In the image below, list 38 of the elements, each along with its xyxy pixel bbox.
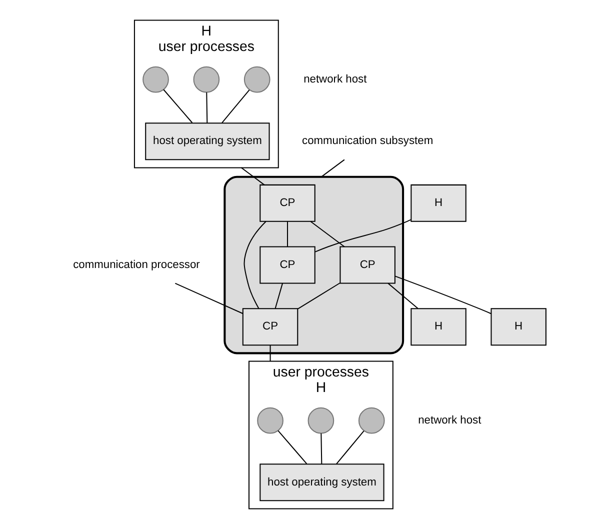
node-text: communication subsystem (302, 135, 434, 148)
connector (244, 221, 266, 309)
connector (298, 282, 340, 310)
node-circle (142, 66, 169, 93)
connector (321, 159, 345, 178)
node-circle (358, 407, 385, 434)
node-circle (244, 66, 270, 93)
connector (241, 167, 265, 186)
cluster (224, 176, 404, 354)
node-label: network host (304, 73, 367, 86)
connector (287, 222, 288, 247)
node-box: CP (242, 308, 298, 346)
connector (270, 345, 271, 362)
connector (315, 219, 412, 252)
node-circle (308, 407, 334, 434)
node-box: host operating system (145, 122, 270, 160)
connector (395, 276, 492, 314)
node-box: H (490, 308, 546, 346)
node-circle (193, 66, 220, 93)
connector (274, 283, 283, 308)
node-box: host operating system (260, 464, 384, 502)
connector (206, 92, 208, 123)
connector (163, 89, 193, 124)
node-text: communication processor (73, 258, 200, 271)
connector (336, 430, 364, 464)
node-box: CP (260, 246, 316, 284)
connector (222, 90, 250, 124)
node-circle (257, 407, 284, 434)
connector (320, 433, 322, 464)
node-box: H (410, 308, 466, 346)
node-box: H (410, 184, 466, 222)
connector (310, 221, 345, 248)
connector (278, 430, 308, 464)
node-box: CP (260, 184, 316, 222)
connector (174, 282, 243, 314)
node-box: CP (340, 246, 396, 284)
node-label: network host (418, 414, 482, 426)
connector (388, 282, 418, 309)
